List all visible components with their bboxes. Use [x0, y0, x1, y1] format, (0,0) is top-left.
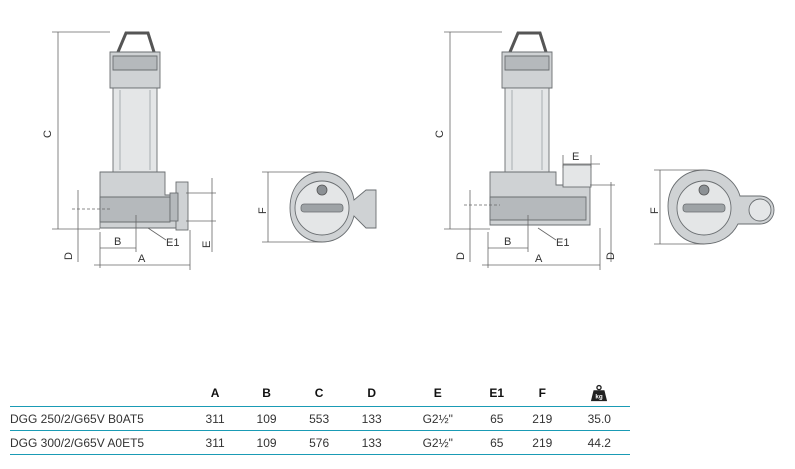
cell-e: G2½" — [397, 406, 478, 431]
header-a: A — [210, 386, 220, 400]
cell-d: 133 — [345, 406, 398, 431]
table-row: DGG 250/2/G65V B0AT5 311 109 553 133 G2½… — [10, 406, 630, 431]
right-label-d2: D — [605, 252, 617, 260]
right-label-b: B — [504, 236, 511, 248]
cell-model: DGG 250/2/G65V B0AT5 — [10, 406, 190, 431]
header-e: E — [433, 386, 442, 400]
header-f: F — [538, 386, 546, 400]
cell-d: 133 — [345, 430, 398, 455]
left-pump-side-view: C D B A E E1 — [42, 31, 216, 270]
cell-f: 219 — [516, 430, 569, 455]
left-label-b: B — [114, 236, 121, 248]
cell-weight: 35.0 — [568, 406, 630, 431]
header-c: C — [314, 386, 324, 400]
header-model — [10, 380, 190, 407]
header-d: D — [367, 386, 377, 400]
left-label-e1: E1 — [166, 237, 179, 249]
table-header-row: A B C D E E1 F kg — [10, 380, 630, 407]
table-row: DGG 300/2/G65V A0ET5 311 109 576 133 G2½… — [10, 430, 630, 455]
cell-e: G2½" — [397, 430, 478, 455]
left-pump-top-view: F — [257, 171, 377, 243]
header-b: B — [262, 386, 271, 400]
cell-c: 576 — [292, 430, 346, 455]
right-pump-top-view: F — [649, 169, 775, 245]
cell-e1: 65 — [477, 430, 517, 455]
cell-a: 311 — [190, 430, 241, 455]
cell-b: 109 — [240, 406, 293, 431]
cell-model: DGG 300/2/G65V A0ET5 — [10, 430, 190, 455]
weight-kg-icon: kg — [591, 384, 608, 402]
header-e1: E1 — [489, 386, 505, 400]
right-label-c: C — [434, 130, 446, 138]
right-label-d: D — [455, 252, 467, 260]
header-weight: kg — [569, 380, 630, 407]
cell-e1: 65 — [477, 406, 517, 431]
cell-c: 553 — [292, 406, 346, 431]
left-label-d: D — [63, 252, 75, 260]
right-label-e1: E1 — [556, 237, 569, 249]
left-label-e: E — [201, 241, 213, 248]
right-label-f: F — [649, 207, 661, 214]
right-label-a: A — [535, 253, 543, 265]
technical-drawings: C D B A E E1 F — [42, 31, 775, 270]
cell-weight: 44.2 — [568, 430, 630, 455]
left-label-c: C — [42, 130, 54, 138]
right-pump-side-view: C D B A E E1 D — [434, 31, 617, 270]
weight-kg-icon-text: kg — [596, 393, 604, 400]
cell-a: 311 — [190, 406, 241, 431]
spec-table: A B C D E E1 F kg DGG 250/2/G65V B0AT5 3… — [10, 380, 630, 455]
cell-f: 219 — [516, 406, 569, 431]
right-label-e: E — [572, 151, 579, 163]
left-label-f: F — [257, 207, 269, 214]
left-label-a: A — [138, 253, 146, 265]
cell-b: 109 — [240, 430, 293, 455]
